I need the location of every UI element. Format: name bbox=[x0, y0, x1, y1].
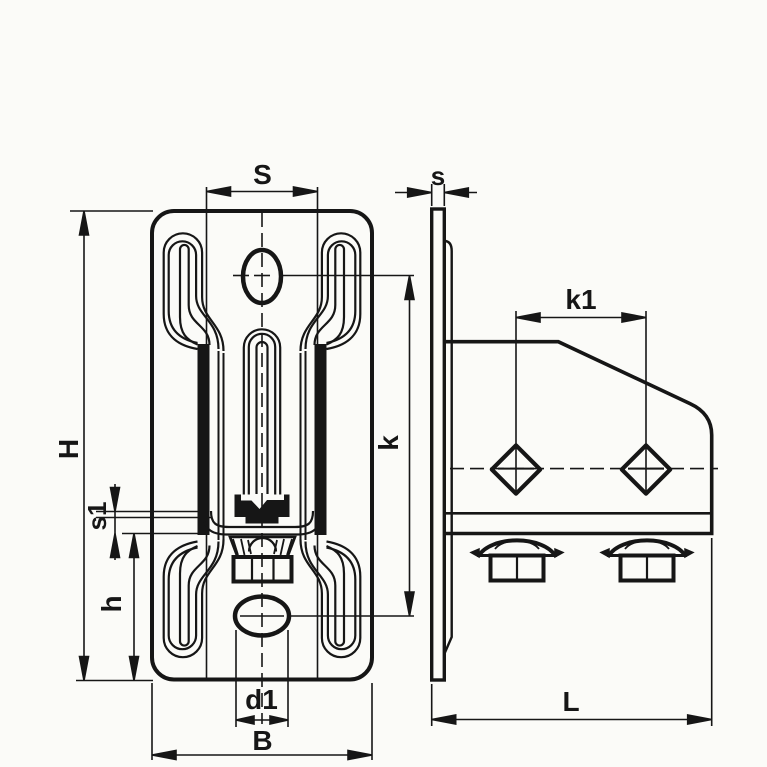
dimensions bbox=[70, 184, 713, 761]
dimension-labels: S s H s1 h k k1 d1 B L bbox=[53, 159, 597, 756]
diamond-hole-left bbox=[489, 443, 543, 496]
dim-S bbox=[206, 186, 318, 197]
side-view bbox=[430, 207, 718, 682]
dim-H bbox=[70, 210, 153, 682]
dim-d1 bbox=[235, 630, 289, 727]
dim-k bbox=[282, 274, 415, 617]
label-s: s bbox=[431, 161, 445, 191]
side-hook-tab bbox=[443, 239, 453, 655]
dim-s bbox=[395, 184, 477, 206]
hook-slot-top-right bbox=[299, 232, 362, 353]
dim-s1 bbox=[96, 484, 211, 560]
flange-nut-left bbox=[469, 538, 565, 583]
hook-slot-bottom-left bbox=[162, 538, 225, 659]
hook-tab-left bbox=[197, 344, 210, 535]
dim-h bbox=[122, 532, 203, 681]
front-view bbox=[150, 187, 374, 724]
flange-nut-right bbox=[599, 538, 695, 583]
label-L: L bbox=[562, 686, 579, 717]
label-h: h bbox=[96, 595, 127, 612]
gusset-arm bbox=[444, 339, 714, 536]
hook-slot-top-left bbox=[162, 232, 225, 353]
dim-B bbox=[151, 683, 373, 761]
dim-k1 bbox=[515, 311, 647, 494]
hook-tab-right bbox=[314, 344, 327, 535]
label-k1: k1 bbox=[565, 284, 596, 315]
hook-slot-bottom-right bbox=[299, 538, 362, 659]
label-H: H bbox=[53, 439, 84, 459]
dim-L bbox=[430, 538, 713, 726]
label-B: B bbox=[252, 725, 272, 756]
label-S: S bbox=[253, 159, 272, 190]
label-k: k bbox=[373, 435, 404, 451]
diamond-hole-right bbox=[619, 443, 673, 496]
side-plate-outline bbox=[430, 207, 447, 682]
label-d1: d1 bbox=[245, 684, 278, 715]
label-s1: s1 bbox=[82, 502, 112, 531]
